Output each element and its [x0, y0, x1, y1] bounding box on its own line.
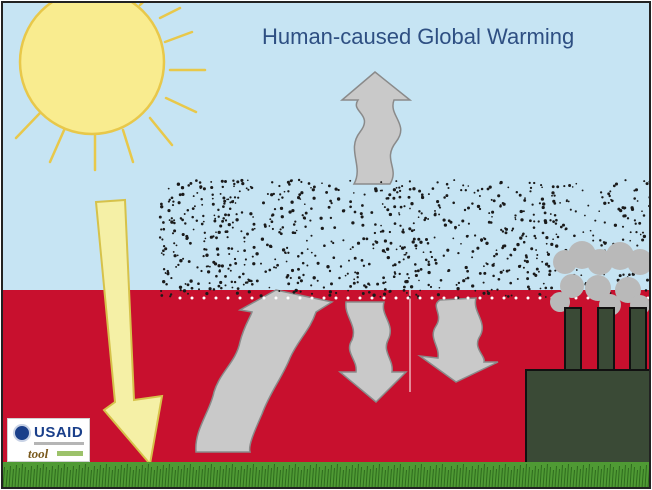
heat-arrow-icon [417, 297, 499, 383]
heat-arrow-icon [337, 301, 408, 404]
smoke-icon [550, 241, 649, 316]
sunlight-arrow-icon [94, 198, 164, 467]
tool-logo-text: tool [28, 446, 49, 461]
heat-arrow-icon [339, 71, 413, 185]
greenhouse-gas-particles [158, 178, 649, 300]
usaid-seal-icon [13, 424, 31, 442]
usaid-logo-text: USAID [34, 424, 84, 441]
slide-title: Human-caused Global Warming [262, 24, 575, 49]
ground [3, 462, 649, 487]
usaid-logo: USAID tool [7, 418, 90, 462]
tool-logo-bar [57, 451, 83, 456]
sun-icon [14, 3, 207, 172]
heat-arrow-icon [195, 289, 334, 453]
factory-icon [525, 307, 649, 481]
logo-tagline-bar [34, 442, 84, 445]
